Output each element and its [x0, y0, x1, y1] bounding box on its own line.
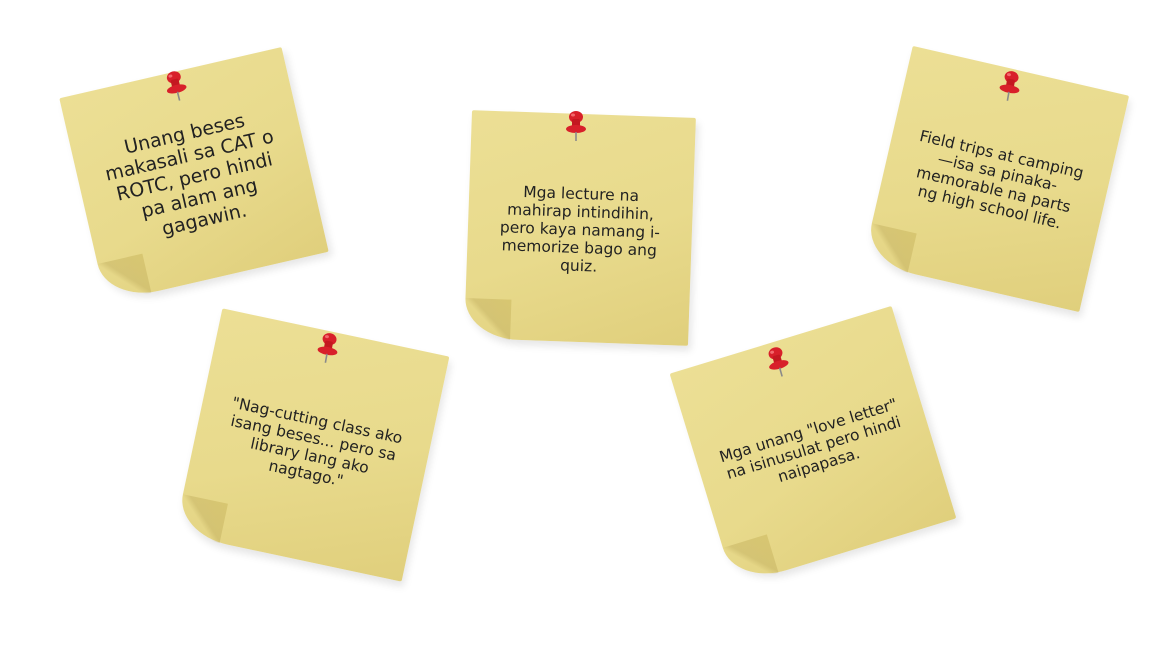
- push-pin-icon: [999, 71, 1020, 101]
- push-pin-icon: [166, 71, 187, 101]
- push-pin-icon: [317, 333, 338, 363]
- note-curl: [174, 494, 228, 543]
- push-pin-icon: [566, 111, 586, 141]
- note-text: "Nag-cutting class ako isang beses... pe…: [229, 394, 405, 490]
- note-curl: [722, 534, 779, 587]
- note-curl: [97, 253, 152, 303]
- sticky-note-cutting-class: "Nag-cutting class ako isang beses... pe…: [174, 308, 450, 582]
- note-text: Mga lecture na mahirap intindihin, pero …: [499, 183, 661, 276]
- note-curl: [464, 298, 512, 340]
- note-curl: [862, 223, 917, 273]
- sticky-note-love-letter: Mga unang "love letter" na isinusulat pe…: [669, 305, 957, 587]
- note-text: Field trips at camping—isa sa pinaka-mem…: [914, 127, 1086, 233]
- note-text: Mga unang "love letter" na isinusulat pe…: [717, 395, 903, 487]
- sticky-note-field-trips: Field trips at camping—isa sa pinaka-mem…: [862, 45, 1130, 313]
- sticky-note-cat-rotc: Unang beses makasali sa CAT o ROTC, pero…: [59, 47, 329, 303]
- note-text: Unang beses makasali sa CAT o ROTC, pero…: [103, 109, 276, 241]
- sticky-note-lectures: Mga lecture na mahirap intindihin, pero …: [464, 110, 696, 346]
- push-pin-icon: [768, 347, 789, 377]
